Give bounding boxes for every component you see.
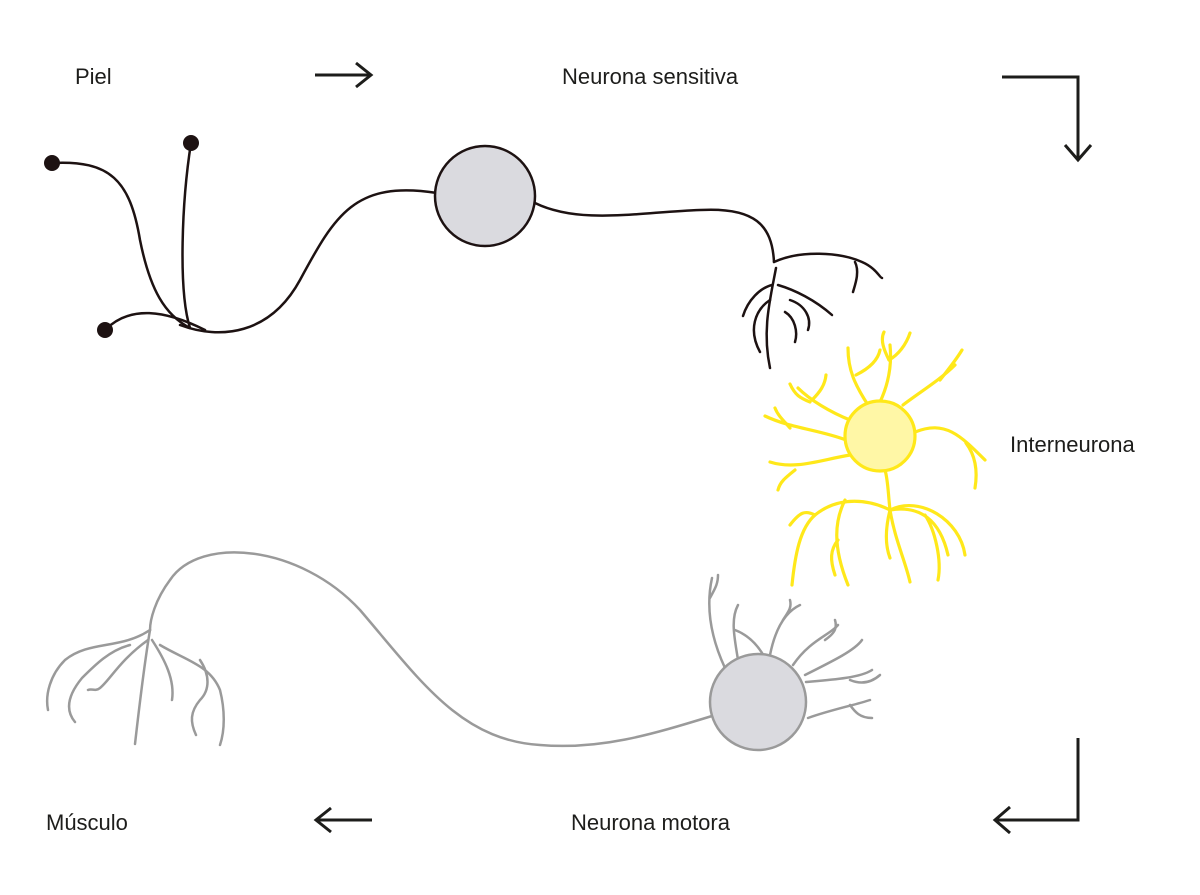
interneuron-soma [843,399,917,473]
motor-neuron-label: Neurona motora [571,810,730,835]
sensory-neuron [50,141,884,370]
motor-axon [148,551,714,748]
interneuron-label: Interneurona [1010,432,1135,457]
motor-neuron [46,551,882,748]
sensory-dendrite-3 [103,311,207,332]
sensory-soma [433,144,537,248]
sensory-dendrite-2 [181,141,193,330]
motor-soma [708,652,808,752]
muscle-label: Músculo [46,810,128,835]
skin-label: Piel [75,64,112,89]
interneuron [763,330,987,587]
receptor-dot-1 [44,155,60,171]
arrow-corner-down-icon [1002,75,1093,163]
sensory-neuron-label: Neurona sensitiva [562,64,739,89]
sensory-dendrite-1 [50,161,192,330]
sensory-receptor-endings [44,135,199,338]
arrow-left-icon [313,806,372,834]
receptor-dot-3 [97,322,113,338]
sensory-axon-peripheral [178,189,439,334]
arrow-right-icon [315,61,374,89]
receptor-dot-2 [183,135,199,151]
arrow-corner-left-icon [992,738,1080,835]
sensory-axon-central [533,201,776,264]
